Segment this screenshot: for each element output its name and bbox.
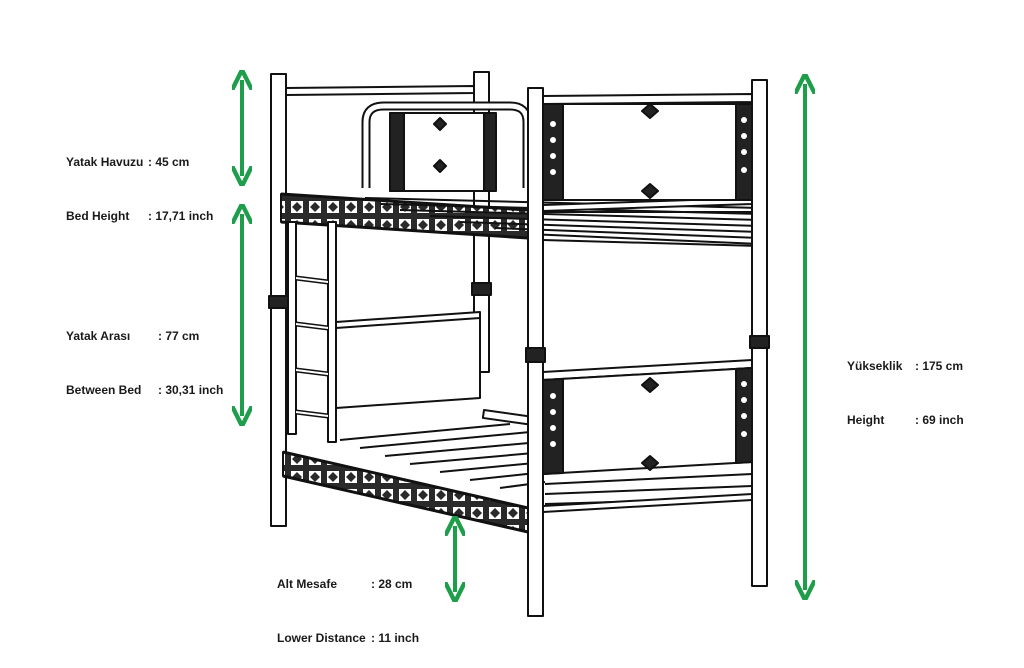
between-bed-tr-label: Yatak Arası [66, 329, 131, 343]
bed-height-tr-label: Yatak Havuzu [66, 155, 144, 169]
lower-back-headboard [335, 311, 481, 409]
lower-side-rail [282, 451, 529, 533]
bed-height-en-value: : 17,71 inch [148, 209, 214, 223]
lower-distance-tr-label: Alt Mesafe [277, 577, 338, 591]
between-bed-tr-value: : 77 cm [158, 329, 200, 343]
height-tr-value: : 175 cm [915, 359, 964, 373]
lower-distance-en-label: Lower Distance [277, 631, 366, 645]
between-bed-en-value: : 30,31 inch [158, 383, 224, 397]
dimension-arrows [242, 80, 805, 592]
bed-height-label: Yatak Havuzu : 45 cm Bed Height : 17,71 in… [66, 117, 213, 243]
ladder [287, 221, 337, 443]
lower-distance-label: Alt Mesafe : 28 cm Lower Distance : 11 inc… [277, 539, 419, 665]
back-top-rail [285, 85, 475, 96]
front-upper-headboard [542, 93, 753, 105]
bunk-bed-frame [268, 71, 770, 617]
between-bed-en-label: Between Bed [66, 383, 142, 397]
height-en-value: : 69 inch [915, 413, 964, 427]
upper-slats [364, 197, 761, 247]
front-right-post [751, 79, 768, 587]
height-tr-label: Yükseklik [847, 359, 903, 373]
between-bed-label: Yatak Arası : 77 cm Between Bed : 30,31 in… [66, 291, 223, 417]
height-label: Yükseklik : 175 cm Height : 69 inch [847, 321, 964, 447]
bed-height-tr-value: : 45 cm [148, 155, 190, 169]
height-en-label: Height [847, 413, 885, 427]
lower-distance-tr-value: : 28 cm [371, 577, 413, 591]
bed-height-en-label: Bed Height [66, 209, 130, 223]
lower-distance-en-value: : 11 inch [371, 631, 420, 645]
